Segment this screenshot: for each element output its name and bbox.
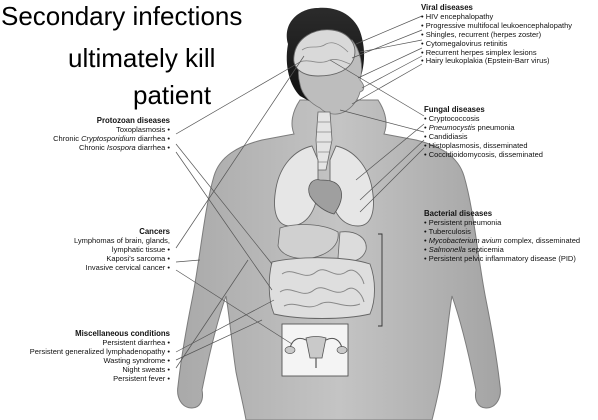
slide-title-line-1: Secondary infections xyxy=(1,1,242,31)
slide-title-line-2: ultimately kill xyxy=(68,43,215,73)
viral-item: • Hairy leukoplakia (Epstein-Barr virus) xyxy=(421,57,572,66)
bacterial-diseases-group: Bacterial diseases • Persistent pneumoni… xyxy=(424,210,580,263)
protozoan-diseases-group: Protozoan diseases Toxoplasmosis • Chron… xyxy=(0,117,170,153)
cancers-group: Cancers Lymphomas of brain, glands, lymp… xyxy=(0,228,170,273)
cancers-item: Invasive cervical cancer • xyxy=(0,264,170,273)
slide-title-line-3: patient xyxy=(133,80,211,110)
bacterial-item: • Persistent pelvic inflammatory disease… xyxy=(424,255,580,264)
protozoan-item: Chronic Isospora diarrhea • xyxy=(0,144,170,153)
intestines xyxy=(269,258,374,319)
viral-diseases-group: Viral diseases • HIV encephalopathy • Pr… xyxy=(421,4,572,66)
miscellaneous-conditions-group: Miscellaneous conditions Persistent diar… xyxy=(0,330,170,383)
misc-item: Persistent fever • xyxy=(0,375,170,384)
fungal-diseases-group: Fungal diseases • Cryptococcosis • Pneum… xyxy=(424,106,543,159)
fungal-item: • Coccidioidomycosis, disseminated xyxy=(424,151,543,160)
